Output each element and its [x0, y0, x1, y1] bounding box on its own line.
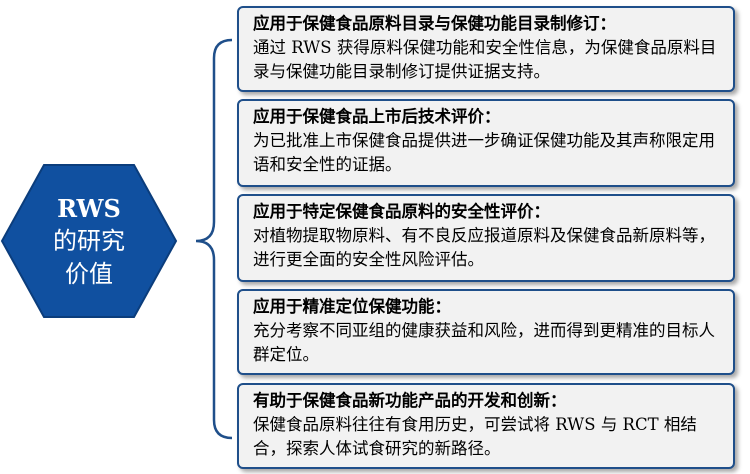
hexagon-label-line2: 的研究: [53, 226, 125, 255]
hexagon-label: RWS 的研究 价值: [0, 163, 178, 319]
value-box-body: 对植物提取物原料、有不良反应报道原料及保健食品新原料等，进行更全面的安全性风险评…: [253, 226, 715, 269]
value-box-body: 保健食品原料往往有食用历史，可尝试将 RWS 与 RCT 相结合，探索人体试食研…: [253, 415, 697, 458]
value-box-title: 有助于保健食品新功能产品的开发和创新：: [253, 391, 567, 410]
bracket-path: [195, 38, 233, 440]
value-box-title: 应用于保健食品上市后技术评价：: [253, 107, 501, 126]
value-box-body: 为已批准上市保健食品提供进一步确证保健功能及其声称限定用语和安全性的证据。: [253, 131, 715, 174]
value-box-title: 应用于特定保健食品原料的安全性评价：: [253, 202, 550, 221]
hexagon-shape: [0, 164, 178, 318]
value-box-4: 应用于精准定位保健功能： 充分考察不同亚组的健康获益和风险，进而得到更精准的目标…: [237, 289, 735, 375]
value-box-3: 应用于特定保健食品原料的安全性评价： 对植物提取物原料、有不良反应报道原料及保健…: [237, 194, 735, 282]
value-box-title: 应用于精准定位保健功能：: [253, 297, 451, 316]
center-hexagon: RWS 的研究 价值: [0, 163, 178, 319]
value-box-title: 应用于保健食品原料目录与保健功能目录制修订：: [253, 14, 616, 33]
value-box-5: 有助于保健食品新功能产品的开发和创新： 保健食品原料往往有食用历史，可尝试将 R…: [237, 383, 735, 469]
hexagon-label-line1: RWS: [57, 193, 121, 223]
value-box-body: 通过 RWS 获得原料保健功能和安全性信息，为保健食品原料目录与保健功能目录制修…: [253, 38, 717, 81]
value-box-1: 应用于保健食品原料目录与保健功能目录制修订： 通过 RWS 获得原料保健功能和安…: [237, 6, 735, 92]
value-box-2: 应用于保健食品上市后技术评价： 为已批准上市保健食品提供进一步确证保健功能及其声…: [237, 99, 735, 187]
hexagon-label-line3: 价值: [65, 259, 113, 288]
value-box-body: 充分考察不同亚组的健康获益和风险，进而得到更精准的目标人群定位。: [253, 321, 715, 364]
